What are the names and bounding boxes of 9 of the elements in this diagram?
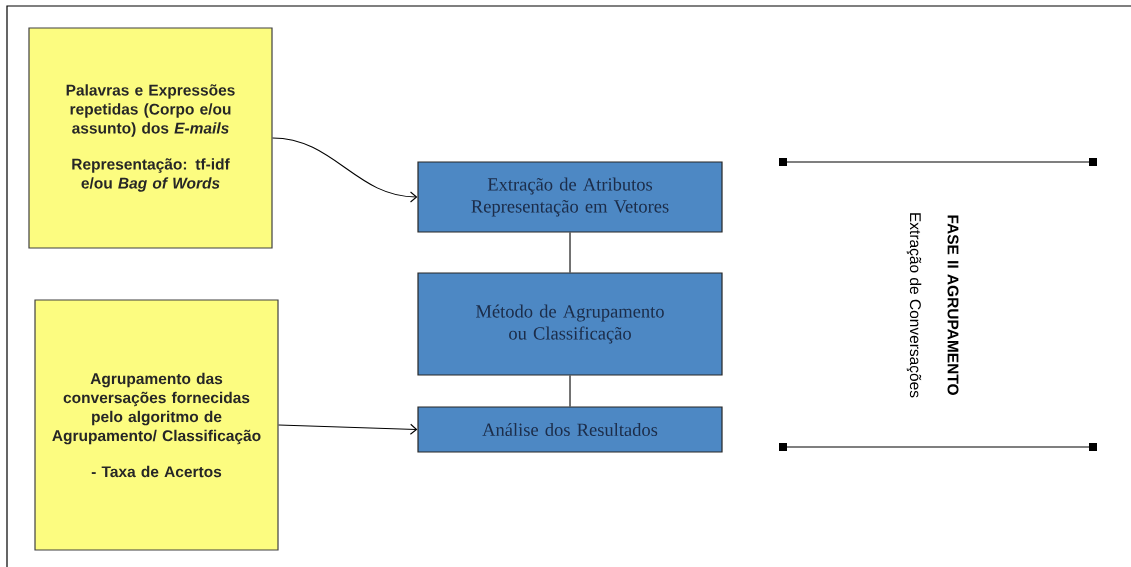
phase-label: Extração de Conversações xyxy=(906,213,922,398)
process-box: Análise dos Resultados xyxy=(417,406,723,453)
note-box: Palavras e Expressões repetidas (Corpo e/ou assunto) dos E-mails Representação: tf-idf e/ou Bag of Words xyxy=(28,27,273,249)
process-box: Método de Agrupamento ou Classificação xyxy=(417,272,723,376)
arrow xyxy=(278,423,418,435)
phase-label: FASE II AGRUPAMENTO xyxy=(947,215,959,395)
note-box: Agrupamento das conversações fornecidas pelo algoritmo de Agrupamento/ Classificação - Taxa de Acertos xyxy=(34,299,279,551)
arrow xyxy=(272,137,418,203)
process-box: Extração de Atributos Representação em Vetores xyxy=(417,161,723,233)
